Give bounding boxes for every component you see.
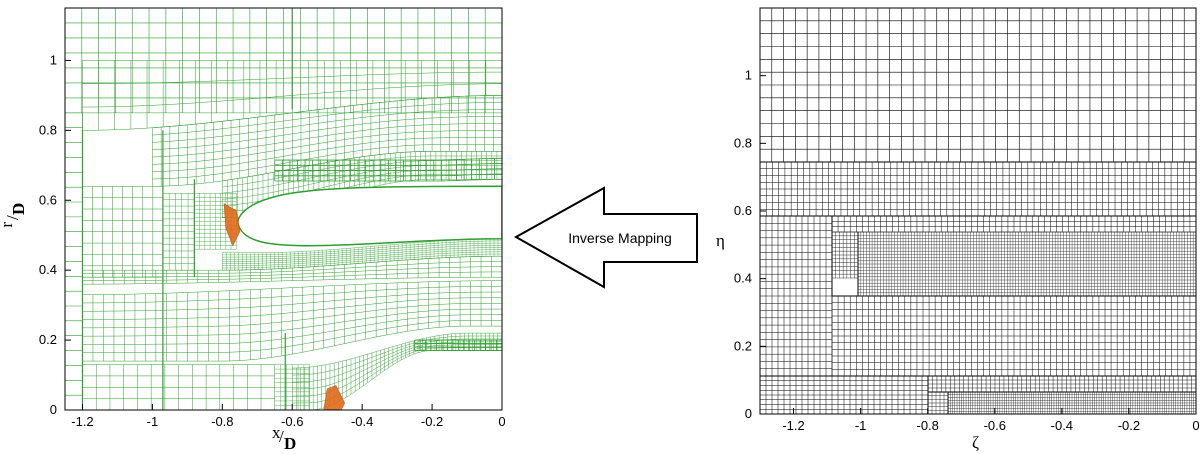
x-tick-label: -1 [147, 414, 159, 429]
grid-block [857, 231, 1196, 297]
left-y-ticks: 0 0.2 0.4 0.6 0.8 1 [39, 52, 71, 417]
grid-block [947, 391, 1196, 414]
x-tick-label: -0.8 [211, 414, 233, 429]
mesh-block [274, 364, 310, 410]
grid-block [831, 295, 1196, 377]
x-tick-label: 0 [498, 414, 505, 429]
x-tick-label: 0 [1192, 418, 1199, 433]
left-x-ticks: -1.2 -1 -0.8 -0.6 -0.4 -0.2 0 [71, 404, 506, 429]
left-y-axis-label: r / D [0, 203, 28, 228]
x-tick-label: -0.2 [1118, 418, 1140, 433]
grid-block [760, 215, 833, 377]
mesh-block-boundaries [81, 8, 293, 410]
mesh-band [274, 157, 502, 182]
y-tick-label: 0.8 [734, 135, 752, 150]
x-tick-label: -0.6 [281, 414, 303, 429]
x-tick-label: -0.2 [421, 414, 443, 429]
y-tick-label: 0.2 [39, 332, 57, 347]
y-tick-label: 0.4 [734, 271, 752, 286]
right-y-ticks: 0 0.2 0.4 0.6 0.8 1 [734, 68, 766, 421]
x-tick-label: -0.4 [351, 414, 373, 429]
left-x-label-denominator: D [284, 434, 296, 453]
y-tick-label: 0.6 [734, 203, 752, 218]
grid-block [831, 231, 859, 279]
grid-block [927, 391, 949, 414]
x-tick-label: -0.8 [916, 418, 938, 433]
body-cutout [237, 185, 502, 247]
y-tick-label: 0 [745, 406, 752, 421]
grid-block [760, 161, 1196, 217]
left-mesh-panel: -1.2 -1 -0.8 -0.6 -0.4 -0.2 0 0 0.2 0.4 0.6 0.8 1 r… [0, 7, 506, 453]
x-tick-label: -1.2 [782, 418, 804, 433]
arrow-shape [513, 186, 698, 289]
x-tick-label: -1.2 [71, 414, 93, 429]
right-mesh [760, 8, 1196, 414]
right-x-axis-label: ζ [972, 433, 979, 452]
grid-block [760, 375, 929, 414]
mesh-band [152, 95, 502, 187]
right-y-axis-label: η [716, 231, 725, 250]
highlight-region-lower [323, 385, 346, 410]
y-tick-label: 0.6 [39, 192, 57, 207]
y-tick-label: 0.2 [734, 338, 752, 353]
mesh-block [82, 364, 276, 410]
mesh-block [65, 112, 83, 410]
left-x-label-slash: / [279, 427, 284, 446]
left-x-label-numerator: x [272, 423, 281, 442]
left-plot-frame [64, 7, 503, 411]
y-tick-label: 1 [50, 52, 57, 67]
mesh-band [82, 255, 502, 285]
highlight-region-nose [223, 203, 241, 247]
block-outlines [760, 161, 1196, 414]
arrow-label: Inverse Mapping [568, 230, 672, 246]
mesh-block [162, 193, 195, 271]
y-tick-label: 0.4 [39, 262, 57, 277]
mesh-band [414, 339, 502, 351]
y-tick-label: 0.8 [39, 122, 57, 137]
grid-block [831, 215, 1196, 233]
right-x-ticks: -1.2 -1 -0.8 -0.6 -0.4 -0.2 0 [782, 408, 1200, 433]
inverse-mapping-arrow: Inverse Mapping [513, 186, 698, 289]
mesh-block [82, 186, 164, 278]
x-tick-label: -1 [855, 418, 867, 433]
left-y-label-slash: / [3, 215, 22, 220]
left-y-label-numerator: r [0, 222, 16, 228]
right-mesh-panel: -1.2 -1 -0.8 -0.6 -0.4 -0.2 0 0 0.2 0.4 0.6 0.8 1 η… [716, 7, 1200, 452]
x-tick-label: -0.6 [984, 418, 1006, 433]
y-tick-label: 0 [50, 402, 57, 417]
left-mesh [65, 8, 502, 410]
y-tick-label: 1 [745, 68, 752, 83]
left-x-axis-label: x / D [272, 423, 296, 453]
left-y-label-denominator: D [9, 203, 28, 215]
x-tick-label: -0.4 [1051, 418, 1073, 433]
grid-block [927, 375, 1196, 393]
grid-block [760, 8, 1196, 163]
